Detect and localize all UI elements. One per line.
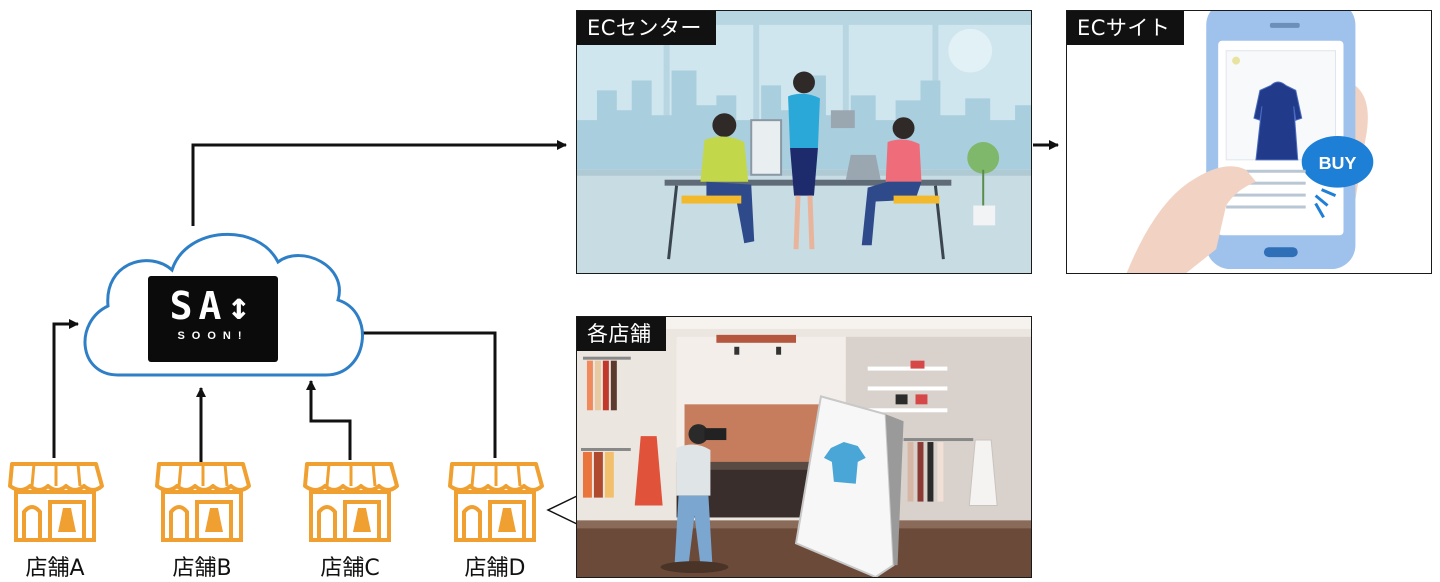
arrow-store-c-to-cloud bbox=[306, 380, 352, 460]
store-label-d: 店舗D bbox=[464, 556, 526, 581]
store-icon-c bbox=[303, 462, 399, 542]
office-illustration bbox=[577, 11, 1031, 273]
store-icon-d bbox=[448, 462, 544, 542]
store-label-a: 店舗A bbox=[25, 556, 85, 581]
store-icon-b bbox=[155, 462, 251, 542]
arrow-cloud-to-ec-center bbox=[191, 140, 567, 226]
arrow-store-a-to-cloud bbox=[52, 319, 79, 458]
ec-site-tag: ECサイト bbox=[1067, 11, 1185, 45]
shop-illustration bbox=[577, 317, 1031, 577]
logo-main-text: SA↕ bbox=[169, 284, 257, 328]
store-label-c: 店舗C bbox=[320, 556, 380, 581]
ec-center-panel: ECセンター bbox=[576, 10, 1032, 274]
callout-tail bbox=[546, 495, 578, 525]
saisoon-logo: SA↕ SOON! bbox=[148, 276, 278, 362]
ec-site-panel: ECサイト BUY bbox=[1066, 10, 1432, 274]
logo-sub-text: SOON! bbox=[177, 330, 249, 342]
stores-panel: 各店舗 bbox=[576, 316, 1032, 578]
stores-tag: 各店舗 bbox=[577, 317, 666, 351]
buy-badge-text: BUY bbox=[1319, 153, 1357, 173]
phone-illustration: BUY bbox=[1126, 11, 1374, 273]
store-icon-a bbox=[8, 462, 104, 542]
ec-center-tag: ECセンター bbox=[577, 11, 716, 45]
store-label-b: 店舗B bbox=[172, 556, 232, 581]
arrow-store-d-to-cloud bbox=[342, 328, 497, 458]
